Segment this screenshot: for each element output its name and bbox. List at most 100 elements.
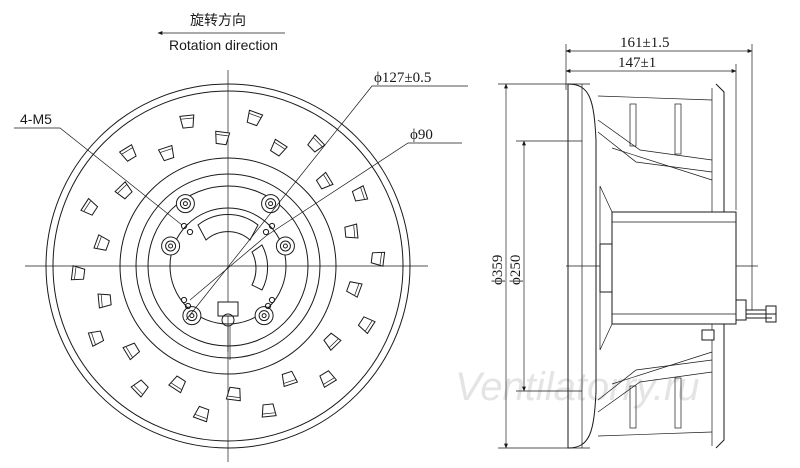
blade-inner-7 [168,375,187,394]
blade-inner-5-edge [284,379,296,384]
blade-curve-top-2 [597,131,713,173]
flange-bolt-5 [254,306,274,326]
blade-outer-9-shape [87,330,105,347]
blade-outer-13 [179,114,195,129]
dia-outer-leader [185,85,468,321]
blade-outer-13-shape [179,114,195,129]
blade-inner-0-edge [274,142,285,150]
m5-hole-7 [264,302,272,310]
blade-inner-8 [122,342,141,361]
blade-inner-12-shape [157,144,175,162]
blade-inner-3 [346,281,363,298]
thread-label: 4-M5 [20,111,52,127]
inlet-ring [119,157,337,375]
m5-hole-6 [268,296,276,304]
flange-bolt-inner-3 [279,240,291,252]
watermark: Ventilatorry.ru [455,365,700,409]
dia-inlet-label: ϕ250 [508,255,524,285]
motor-front-fillet-top [599,185,613,244]
rotation-label-cn: 旋转方向 [190,12,246,28]
blade-outer-4-edge [365,320,373,332]
flange-bolt-inner-4 [186,310,198,322]
blade-outer-7-shape [192,405,210,423]
flange-bolt-outer-5 [254,306,274,326]
blade-outer-8 [130,379,149,398]
impeller-blades [70,109,386,423]
blade-inner-6-edge [227,395,240,398]
flange-bolt-outer-0 [175,194,195,214]
blade-outer-7-edge [195,414,207,419]
blade-outer-4-shape [357,316,376,335]
blade-outer-11 [80,197,99,216]
blade-inner-1-shape [315,171,334,190]
side-cable-gland [735,299,747,321]
motor-front-fillet-bottom [599,292,613,351]
blade-inner-0 [269,138,288,157]
blade-outer-1-edge [313,137,323,147]
motor-flange-outer [135,173,321,359]
blade-outer-1 [307,134,326,153]
blade-inner-1-edge [323,174,331,186]
flange-bolt-2 [161,236,181,256]
blade-inner-12 [157,144,175,162]
blade-outer-8-edge [133,385,143,395]
m5-holes [180,222,276,310]
blade-inner-1 [315,171,334,190]
blade-outer-12-edge [121,147,133,155]
side-bracket [701,329,715,341]
blade-outer-2-edge [360,187,365,200]
blade-outer-2-shape [351,185,369,202]
blade-inner-0-shape [269,138,288,157]
blade-inner-10-edge [96,236,102,249]
blade-outer-10-edge [74,267,77,280]
blade-inner-12-edge [160,148,172,153]
blade-outer-0-shape [246,109,264,127]
blade-rib-top-1 [629,103,637,147]
blade-outer-3-edge [379,252,382,265]
blade-outer-6-edge [262,412,275,415]
length-total-label: 161±1.5 [620,35,669,51]
m5-hole-0 [180,222,188,230]
blade-top-edge [597,95,713,101]
flange-bolt-3 [275,236,295,256]
blade-inner-11 [114,181,133,200]
blade-inner-2 [344,223,359,239]
blade-inner-11-shape [114,181,133,200]
rotation-direction: 旋转方向 Rotation direction [157,12,285,53]
flange-bolt-outer-4 [182,306,202,326]
flange-bolt-0 [175,194,195,214]
m5-hole-4 [180,296,188,304]
blade-inner-4-edge [329,338,339,348]
blade-inner-4 [323,332,342,351]
blade-outer-4 [357,316,376,335]
flange-bolt-core-1 [268,201,274,207]
hub-circle [169,207,287,325]
impeller-outer-ring-inner-edge [52,90,404,442]
blade-outer-2 [351,185,369,202]
flange-bolt-inner-0 [179,198,191,210]
blade-outer-0-edge [249,113,261,118]
blade-outer-6-shape [261,403,277,418]
blade-inner-5-shape [281,370,299,388]
blade-inner-5 [281,370,299,388]
blade-outer-0 [246,109,264,127]
blade-inner-9-shape [97,293,112,309]
blade-curve-bottom-2 [597,359,713,401]
blade-inner-11-edge [117,184,127,194]
blade-outer-8-shape [130,379,149,398]
blade-outer-11-shape [80,197,99,216]
motor-body [611,211,737,325]
blade-inner-3-shape [346,281,363,298]
blade-inner-6-shape [225,386,241,402]
flange-bolt-outer-2 [161,236,181,256]
blade-outer-3 [370,251,386,267]
m5-hole-2 [268,222,276,230]
blade-outer-13-edge [181,117,194,120]
length-body-label: 147±1 [618,55,656,71]
m5-hole-3 [262,228,270,236]
flange-bolt-inner-2 [165,240,177,252]
flange-bolt-core-0 [182,201,188,207]
flange-bolt-1 [261,194,281,214]
blade-outer-5-edge [323,377,335,385]
